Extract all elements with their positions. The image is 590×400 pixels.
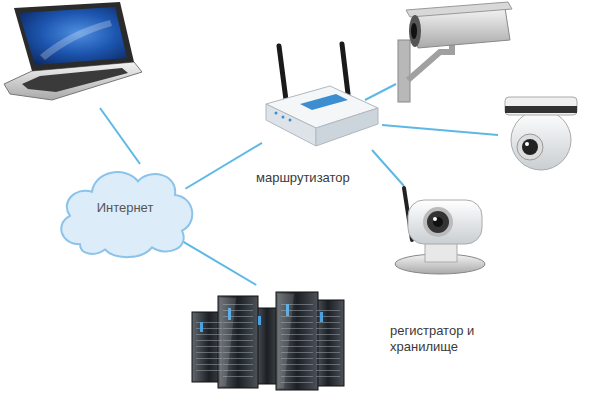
dome-camera-icon <box>505 106 577 113</box>
laptop-icon <box>4 62 142 100</box>
dome-camera-icon <box>505 97 577 170</box>
router-icon <box>289 119 292 122</box>
dome-camera-icon <box>517 134 543 160</box>
server-racks-icon <box>200 322 203 332</box>
bullet-camera-icon <box>408 44 452 80</box>
router-icon <box>342 44 348 94</box>
server-racks-icon <box>196 318 222 376</box>
router-icon <box>300 94 348 110</box>
network-wire <box>372 150 404 186</box>
bullet-camera-icon <box>411 23 417 39</box>
bullet-camera-icon <box>398 2 512 102</box>
router-node: маршрутизатор <box>262 40 378 148</box>
storage-node: регистратор и хранилище <box>190 285 346 395</box>
network-wire <box>100 108 140 164</box>
server-racks-icon <box>312 300 344 386</box>
laptop-icon <box>4 2 142 100</box>
server-racks-icon <box>320 312 323 322</box>
node-label: Интернет <box>97 200 154 216</box>
bullet-camera-icon <box>406 2 512 17</box>
wireless-camera-icon <box>408 200 482 244</box>
laptop-icon <box>40 20 112 60</box>
network-wire <box>100 84 498 186</box>
server-racks-icon <box>218 296 258 388</box>
network-link <box>174 236 256 285</box>
dome-camera-icon <box>525 142 529 146</box>
router-icon <box>275 112 278 115</box>
node-label: маршрутизатор <box>256 170 350 186</box>
wireless-camera-icon <box>433 217 443 227</box>
node-label: регистратор и хранилище <box>390 323 498 355</box>
server-racks-icon <box>258 316 261 325</box>
router-icon <box>266 104 316 146</box>
router-icon <box>282 116 285 119</box>
router-icon <box>279 46 286 100</box>
dome-camera-icon <box>505 97 577 115</box>
dome-camera-icon <box>511 110 571 170</box>
wireless-camera-icon <box>395 188 485 274</box>
network-link <box>185 143 262 189</box>
network-wire <box>382 125 498 135</box>
server-racks-icon <box>278 294 294 388</box>
laptop-icon <box>14 2 134 71</box>
cloud-outline <box>61 172 192 257</box>
router-icon <box>266 44 378 146</box>
dome-camera-icon <box>522 139 538 155</box>
server-racks-icon <box>316 306 340 380</box>
router-icon <box>316 108 378 146</box>
server-racks-icon <box>192 292 344 390</box>
cloud-node: Интернет <box>50 155 200 260</box>
network-wire <box>365 84 396 100</box>
wireless-camera-icon <box>423 207 453 237</box>
laptop-icon <box>19 7 127 65</box>
laptop-icon <box>22 68 128 92</box>
server-racks-icon <box>276 292 318 390</box>
wireless-camera-icon <box>427 211 449 233</box>
server-racks-icon <box>220 298 236 386</box>
bullet-camera-icon <box>398 40 410 102</box>
wireless-camera-icon <box>433 217 437 221</box>
bullet-camera-icon <box>409 15 421 47</box>
